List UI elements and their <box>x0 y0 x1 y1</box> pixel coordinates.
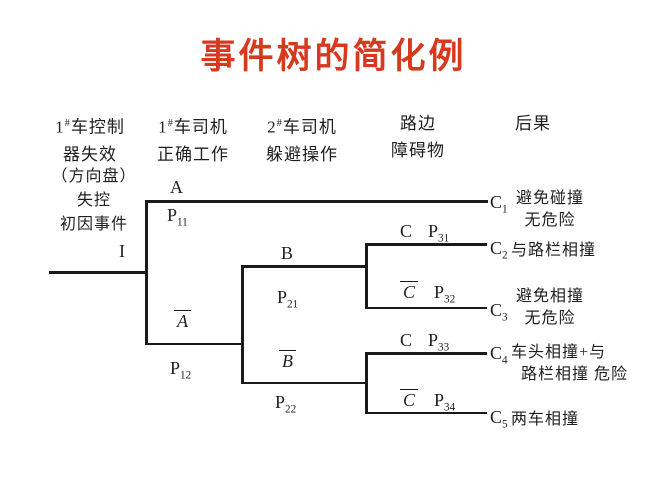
initiating-event-symbol: I <box>119 241 125 261</box>
consequence-c1: C1 <box>490 192 508 216</box>
header-line-2: 躲避操作 <box>266 144 338 164</box>
probability-p21: P21 <box>277 287 299 311</box>
initial-event-line <box>49 271 146 274</box>
header-line-1: 路边 <box>400 114 436 133</box>
branch-vertical-c-lower <box>365 352 368 414</box>
header-line-2: 正确工作 <box>157 144 229 164</box>
branch-line-a <box>145 200 488 203</box>
branch-line-c4 <box>365 352 487 355</box>
column-header-consequence: 后果 <box>503 110 563 137</box>
header-line-1: 2#车司机 <box>267 117 337 137</box>
event-c-bar-letter: C <box>400 281 419 302</box>
event-c-bar-p34-label: C P34 <box>400 389 455 414</box>
event-c-letter: C <box>400 330 413 350</box>
event-a-bar-label: A <box>174 310 191 332</box>
branch-line-a-bar <box>145 342 244 345</box>
probability-p11: P11 <box>167 205 188 229</box>
header-line-1: 1#车控制 <box>55 117 125 137</box>
outcome-line-1: 与路栏相撞 <box>511 242 597 259</box>
header-line-2: 器失效 <box>63 144 117 164</box>
header-line-1: 后果 <box>515 114 551 133</box>
outcome-line-1: 避免相撞 <box>515 288 584 305</box>
branch-vertical-b <box>241 265 244 384</box>
outcome-text-c1: 避免碰撞 无危险 <box>503 188 597 232</box>
consequence-c4: C4 <box>490 343 508 367</box>
probability-p31: P31 <box>428 221 450 245</box>
consequence-c3: C3 <box>490 300 508 324</box>
initiator-line-2: 失控 <box>76 192 111 209</box>
probability-p32: P32 <box>434 282 456 306</box>
hash-superscript: # <box>64 118 71 129</box>
event-c-bar-letter: C <box>400 389 419 410</box>
hash-superscript: # <box>276 118 283 129</box>
column-header-control-failure: 1#车控制 器失效 <box>34 110 146 168</box>
outcome-text-c2: 与路栏相撞 <box>511 240 596 262</box>
probability-p34: P34 <box>434 390 456 414</box>
branch-vertical-c-upper <box>365 243 368 309</box>
branch-vertical-a <box>145 200 148 345</box>
overbar: B <box>279 350 296 371</box>
slide-title: 事件树的简化例 <box>200 37 467 76</box>
branch-line-c2 <box>365 243 487 246</box>
event-a-label: A <box>170 177 183 197</box>
probability-p33: P33 <box>428 330 450 354</box>
probability-p12: P12 <box>170 358 192 382</box>
event-b-bar-label: B <box>279 350 296 372</box>
branch-line-b-bar <box>241 381 368 384</box>
column-header-obstacle: 路边 障碍物 <box>378 110 458 164</box>
header-line-1: 1#车司机 <box>158 117 228 137</box>
probability-p22: P22 <box>275 392 297 416</box>
hash-superscript: # <box>167 118 174 129</box>
outcome-line-1: 车头相撞+与 <box>511 344 607 361</box>
column-header-driver1: 1#车司机 正确工作 <box>145 110 241 168</box>
event-c-bar-p32-label: C P32 <box>400 281 455 306</box>
branch-line-c5 <box>365 411 487 414</box>
outcome-line-1: 两车相撞 <box>511 411 580 428</box>
outcome-line-1: 避免碰撞 <box>515 190 584 207</box>
consequence-c5: C5 <box>490 407 508 431</box>
event-c-p31-label: C P31 <box>400 221 449 245</box>
column-header-driver2: 2#车司机 躲避操作 <box>252 110 352 168</box>
outcome-text-c4: 车头相撞+与 路栏相撞 危险 <box>511 342 628 386</box>
header-line-2: 障碍物 <box>391 141 445 160</box>
branch-line-c3 <box>365 306 487 309</box>
outcome-text-c5: 两车相撞 <box>511 409 579 431</box>
initiating-event-block: （方向盘） 失控 初因事件 <box>34 165 154 237</box>
event-c-letter: C <box>400 221 413 241</box>
outcome-line-2: 无危险 <box>524 310 576 327</box>
consequence-c2: C2 <box>490 238 508 262</box>
initiator-line-3: 初因事件 <box>59 216 128 233</box>
outcome-line-2: 路栏相撞 危险 <box>521 366 629 383</box>
event-c-p33-label: C P33 <box>400 330 449 354</box>
event-b-label: B <box>281 243 294 263</box>
branch-line-b <box>241 265 368 268</box>
outcome-text-c3: 避免相撞 无危险 <box>503 286 597 330</box>
initiator-line-1: （方向盘） <box>51 168 137 185</box>
outcome-line-2: 无危险 <box>524 212 576 229</box>
overbar: A <box>174 310 191 331</box>
